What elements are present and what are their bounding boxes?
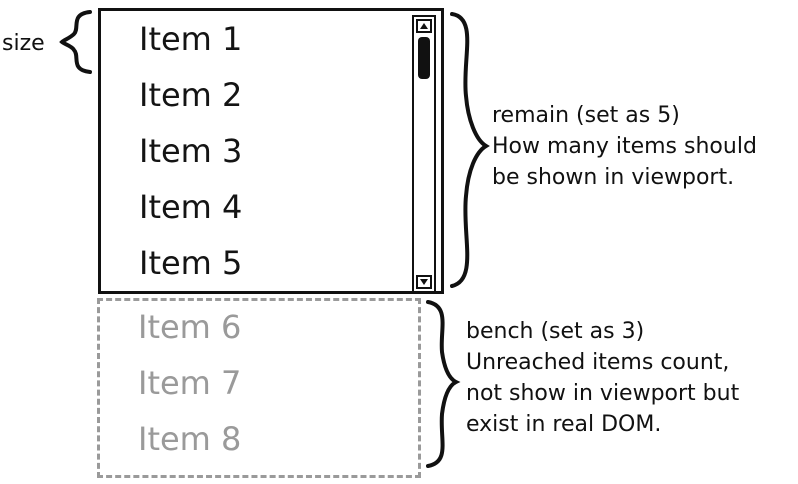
list-item: Item 4 — [139, 188, 243, 226]
bench-item: Item 6 — [138, 308, 242, 346]
bench-item: Item 8 — [138, 420, 242, 458]
viewport-list[interactable]: Item 1 Item 2 Item 3 Item 4 Item 5 — [98, 8, 444, 294]
bench-brace — [426, 300, 461, 468]
bench-annotation-line: Unreached items count, — [466, 350, 730, 375]
size-brace — [59, 10, 92, 74]
triangle-up-icon — [420, 23, 428, 29]
remain-brace — [450, 12, 490, 288]
scroll-down-button[interactable] — [416, 275, 432, 289]
bench-annotation-line: not show in viewport but — [466, 381, 740, 406]
bench-annotation-line: exist in real DOM. — [466, 412, 662, 437]
remain-annotation-line: remain (set as 5) — [492, 103, 680, 128]
scroll-up-button[interactable] — [416, 19, 432, 33]
bench-annotation: bench (set as 3) Unreached items count, … — [466, 316, 739, 440]
bench-annotation-line: bench (set as 3) — [466, 319, 645, 344]
bench-item: Item 7 — [138, 364, 242, 402]
list-item: Item 3 — [139, 132, 243, 170]
list-item: Item 2 — [139, 76, 243, 114]
remain-annotation-line: be shown in viewport. — [492, 165, 735, 190]
list-item: Item 1 — [139, 20, 243, 58]
remain-annotation: remain (set as 5) How many items should … — [492, 100, 757, 193]
size-label: size — [2, 31, 45, 56]
list-item: Item 5 — [139, 244, 243, 282]
remain-annotation-line: How many items should — [492, 134, 757, 159]
bench-list: Item 6 Item 7 Item 8 — [97, 298, 421, 478]
triangle-down-icon — [420, 279, 428, 285]
scrollbar-thumb[interactable] — [418, 37, 430, 79]
vertical-scrollbar[interactable] — [412, 15, 436, 293]
